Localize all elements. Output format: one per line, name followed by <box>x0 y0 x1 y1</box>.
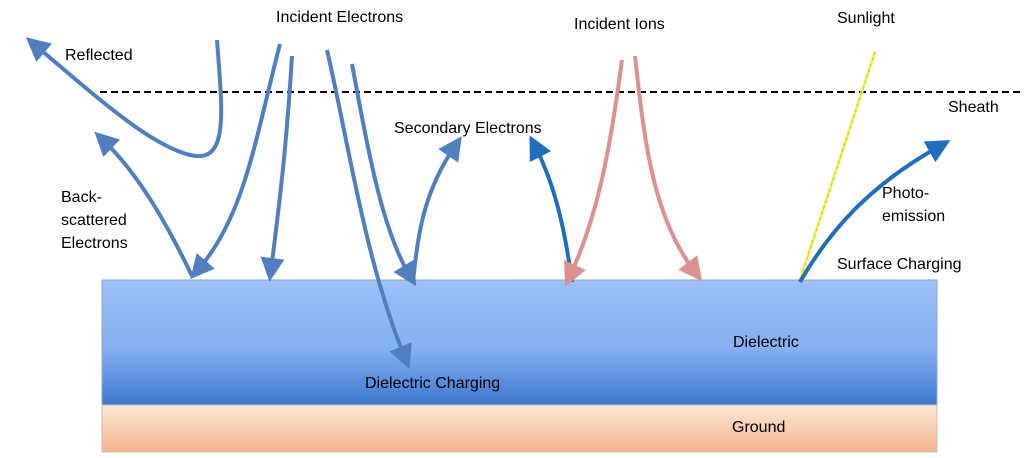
backscattered-label-line3: Electrons <box>61 235 128 252</box>
photoemission-label-line1: Photo- <box>882 185 930 202</box>
photoemission-arrow <box>798 140 951 283</box>
reflected-label: Reflected <box>65 47 133 64</box>
surface-charging-label: Surface Charging <box>837 256 962 273</box>
backscattered-label-line2: scattered <box>61 212 127 229</box>
dielectric-label: Dielectric <box>733 334 799 351</box>
sunlight-label: Sunlight <box>837 10 895 27</box>
incident-ion-arrow-1 <box>564 59 624 287</box>
backscattered-label-line1: Back- <box>61 189 102 206</box>
dielectric-charging-label: Dielectric Charging <box>365 375 501 392</box>
incident-ions-label: Incident Ions <box>574 16 665 33</box>
backscattered-electron-arrow <box>94 131 194 277</box>
ground-block <box>101 404 938 453</box>
incident-ion-arrow-2 <box>633 55 703 282</box>
incident-electron-arrow-4 <box>350 63 417 287</box>
dielectric-block <box>101 279 938 406</box>
sunlight-ray-dash <box>799 51 876 281</box>
incident-electron-arrow-2 <box>260 55 294 282</box>
photoemission-label-line2: emission <box>882 208 946 225</box>
secondary-electron-arrow-2 <box>529 135 574 283</box>
sheath-label: Sheath <box>948 99 999 116</box>
secondary-electrons-label: Secondary Electrons <box>394 120 542 137</box>
secondary-electron-arrow-1 <box>411 136 462 283</box>
ground-label: Ground <box>732 419 786 436</box>
incident-electron-arrow-3 <box>325 49 412 370</box>
reflected-electron-arrow <box>25 37 224 159</box>
incident-electrons-label: Incident Electrons <box>276 9 404 26</box>
incident-electron-arrow-1 <box>190 43 282 280</box>
